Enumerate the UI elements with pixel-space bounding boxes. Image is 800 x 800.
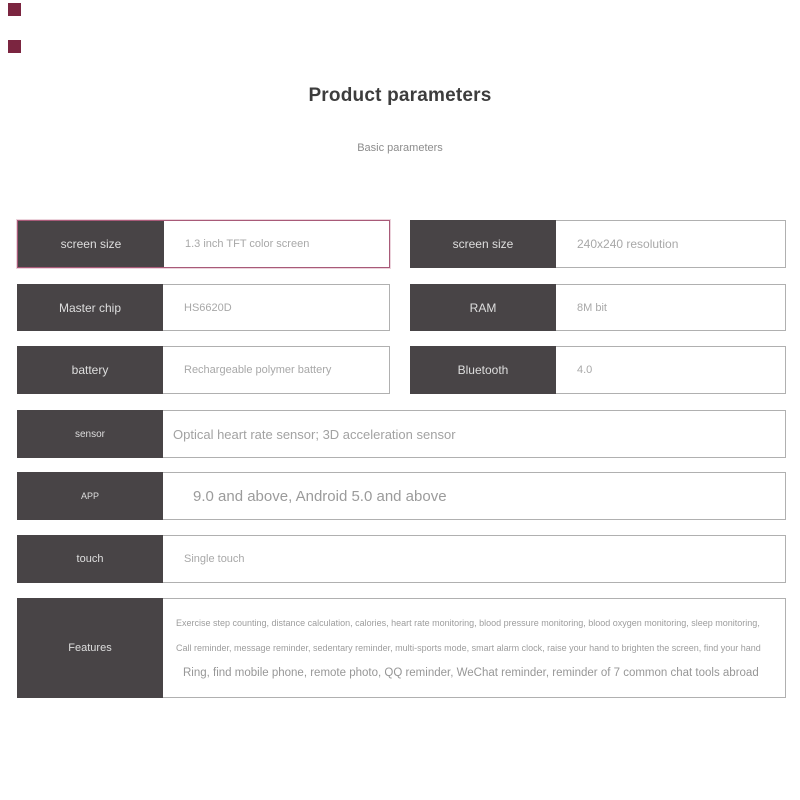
param-label-master-chip: Master chip xyxy=(17,284,163,331)
param-label-app: APP xyxy=(17,472,163,520)
param-value-features: Exercise step counting, distance calcula… xyxy=(163,598,786,698)
param-value-master-chip: HS6620D xyxy=(163,284,390,331)
param-row-screen-size-right: screen size 240x240 resolution xyxy=(410,220,786,268)
param-label-bluetooth: Bluetooth xyxy=(410,346,556,394)
param-row-screen-size-left: screen size 1.3 inch TFT color screen xyxy=(17,220,390,268)
features-line-3: Ring, find mobile phone, remote photo, Q… xyxy=(183,666,759,679)
param-label-resolution: screen size xyxy=(410,220,556,268)
param-row-app: APP 9.0 and above, Android 5.0 and above xyxy=(17,472,786,520)
param-row-touch: touch Single touch xyxy=(17,535,786,583)
param-value-app: 9.0 and above, Android 5.0 and above xyxy=(163,472,786,520)
param-value-resolution: 240x240 resolution xyxy=(556,220,786,268)
param-row-battery: battery Rechargeable polymer battery xyxy=(17,346,390,394)
param-label-touch: touch xyxy=(17,535,163,583)
page-title: Product parameters xyxy=(308,85,492,106)
param-row-master-chip: Master chip HS6620D xyxy=(17,284,390,331)
param-label-features: Features xyxy=(17,598,163,698)
param-value-battery: Rechargeable polymer battery xyxy=(163,346,390,394)
param-row-bluetooth: Bluetooth 4.0 xyxy=(410,346,786,394)
features-line-2: Call reminder, message reminder, sedenta… xyxy=(176,642,761,653)
param-value-sensor: Optical heart rate sensor; 3D accelerati… xyxy=(163,410,786,458)
param-row-sensor: sensor Optical heart rate sensor; 3D acc… xyxy=(17,410,786,458)
features-line-1: Exercise step counting, distance calcula… xyxy=(176,617,760,628)
param-label-sensor: sensor xyxy=(17,410,163,458)
color-swatch-mark xyxy=(8,3,21,16)
color-swatch-mark xyxy=(8,40,21,53)
param-value-bluetooth: 4.0 xyxy=(556,346,786,394)
param-label-battery: battery xyxy=(17,346,163,394)
page-subtitle: Basic parameters xyxy=(357,142,443,154)
param-value-screen-size: 1.3 inch TFT color screen xyxy=(164,221,389,267)
param-label-ram: RAM xyxy=(410,284,556,331)
param-row-features: Features Exercise step counting, distanc… xyxy=(17,598,786,698)
param-value-ram: 8M bit xyxy=(556,284,786,331)
param-row-ram: RAM 8M bit xyxy=(410,284,786,331)
param-value-touch: Single touch xyxy=(163,535,786,583)
param-label-screen-size: screen size xyxy=(18,221,164,267)
